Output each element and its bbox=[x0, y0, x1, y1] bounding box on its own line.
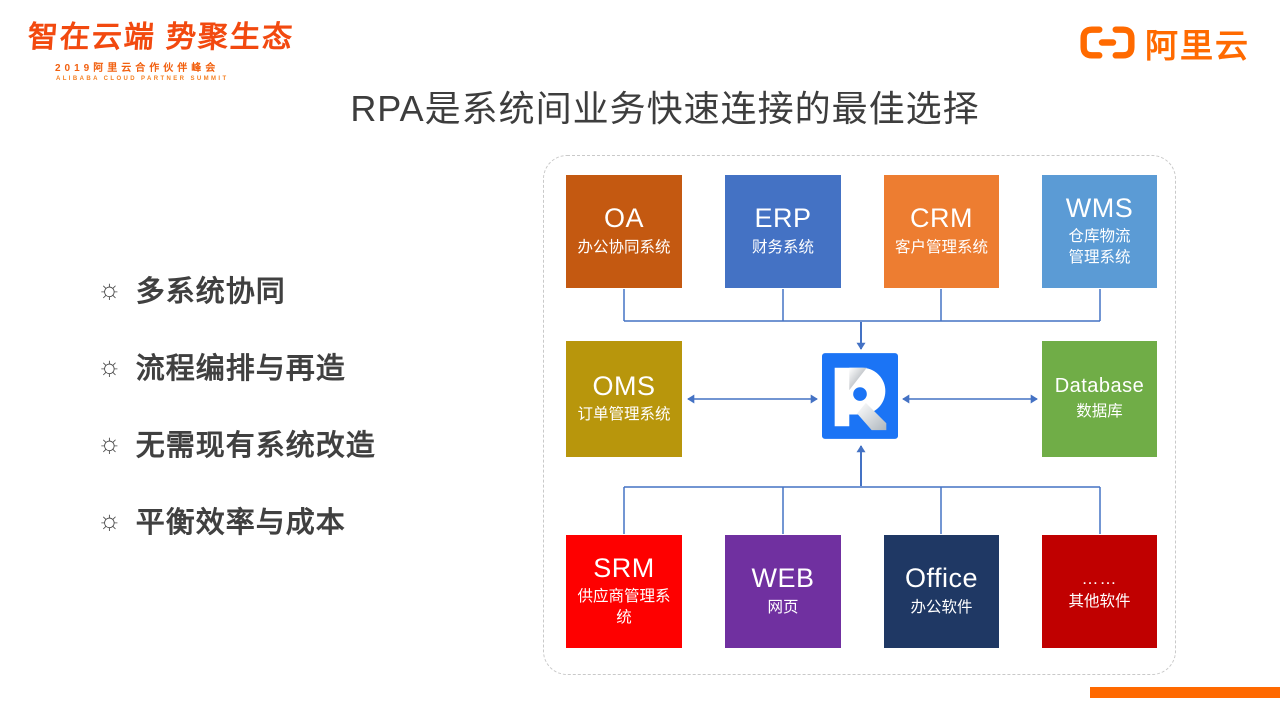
system-box-database: Database 数据库 bbox=[1042, 341, 1157, 457]
gear-icon: ☼ bbox=[97, 427, 122, 458]
gear-icon: ☼ bbox=[97, 350, 122, 381]
feature-label: 多系统协同 bbox=[135, 276, 286, 308]
system-box-crm: CRM 客户管理系统 bbox=[884, 175, 999, 288]
box-title: …… bbox=[1081, 568, 1118, 588]
feature-item: ☼ 多系统协同 bbox=[97, 270, 376, 308]
system-box-other: …… 其他软件 bbox=[1042, 535, 1157, 648]
summit-logo-subtitle: 2019阿里云合作伙伴峰会 bbox=[55, 63, 220, 74]
box-subtitle: 其他软件 bbox=[1068, 593, 1131, 611]
box-subtitle: 数据库 bbox=[1076, 402, 1123, 420]
feature-item: ☼ 无需现有系统改造 bbox=[97, 424, 376, 462]
box-subtitle: 办公软件 bbox=[910, 598, 973, 616]
alibabacloud-logo: 阿里云 bbox=[1080, 26, 1250, 64]
summit-logo-title: 智在云端 势聚生态 bbox=[26, 21, 296, 54]
box-subtitle: 订单管理系统 bbox=[577, 406, 671, 424]
box-title: Database bbox=[1054, 374, 1145, 397]
system-box-srm: SRM 供应商管理系 统 bbox=[566, 535, 682, 648]
gear-icon: ☼ bbox=[97, 504, 122, 535]
box-title: CRM bbox=[910, 203, 973, 234]
system-box-oms: OMS 订单管理系统 bbox=[566, 341, 682, 457]
box-title: OA bbox=[603, 203, 644, 234]
page-title: RPA是系统间业务快速连接的最佳选择 bbox=[350, 88, 980, 129]
system-box-office: Office 办公软件 bbox=[884, 535, 999, 648]
summit-logo-subtitle-en: ALIBABA CLOUD PARTNER SUMMIT bbox=[56, 76, 229, 82]
feature-item: ☼ 平衡效率与成本 bbox=[97, 501, 376, 539]
box-subtitle: 供应商管理系 统 bbox=[577, 588, 671, 627]
feature-list: ☼ 多系统协同 ☼ 流程编排与再造 ☼ 无需现有系统改造 ☼ 平衡效率与成本 bbox=[97, 270, 376, 578]
box-title: Office bbox=[904, 563, 979, 594]
bracket-logo-icon bbox=[1080, 26, 1135, 64]
system-box-wms: WMS 仓库物流 管理系统 bbox=[1042, 175, 1157, 288]
box-subtitle: 仓库物流 管理系统 bbox=[1068, 228, 1131, 267]
box-title: ERP bbox=[754, 203, 812, 234]
system-box-erp: ERP 财务系统 bbox=[725, 175, 841, 288]
box-subtitle: 网页 bbox=[767, 598, 799, 616]
box-title: WMS bbox=[1065, 192, 1134, 223]
feature-label: 流程编排与再造 bbox=[135, 353, 346, 385]
box-title: SRM bbox=[593, 552, 655, 583]
system-box-oa: OA 办公协同系统 bbox=[566, 175, 682, 288]
system-box-web: WEB 网页 bbox=[725, 535, 841, 648]
alibabacloud-wordmark: 阿里云 bbox=[1145, 26, 1250, 64]
rpa-logo-icon bbox=[822, 353, 898, 439]
summit-logo: 智在云端 势聚生态 2019阿里云合作伙伴峰会 ALIBABA CLOUD PA… bbox=[26, 12, 296, 82]
gear-icon: ☼ bbox=[97, 273, 122, 304]
box-title: WEB bbox=[751, 563, 815, 594]
rpa-logo bbox=[822, 353, 898, 439]
feature-label: 无需现有系统改造 bbox=[135, 430, 376, 462]
diagram-border bbox=[543, 155, 1176, 675]
feature-label: 平衡效率与成本 bbox=[135, 507, 346, 539]
box-subtitle: 客户管理系统 bbox=[894, 238, 988, 256]
feature-item: ☼ 流程编排与再造 bbox=[97, 347, 376, 385]
box-subtitle: 办公协同系统 bbox=[577, 238, 671, 256]
box-title: OMS bbox=[592, 370, 656, 401]
accent-bar bbox=[1090, 687, 1280, 698]
box-subtitle: 财务系统 bbox=[751, 238, 814, 256]
